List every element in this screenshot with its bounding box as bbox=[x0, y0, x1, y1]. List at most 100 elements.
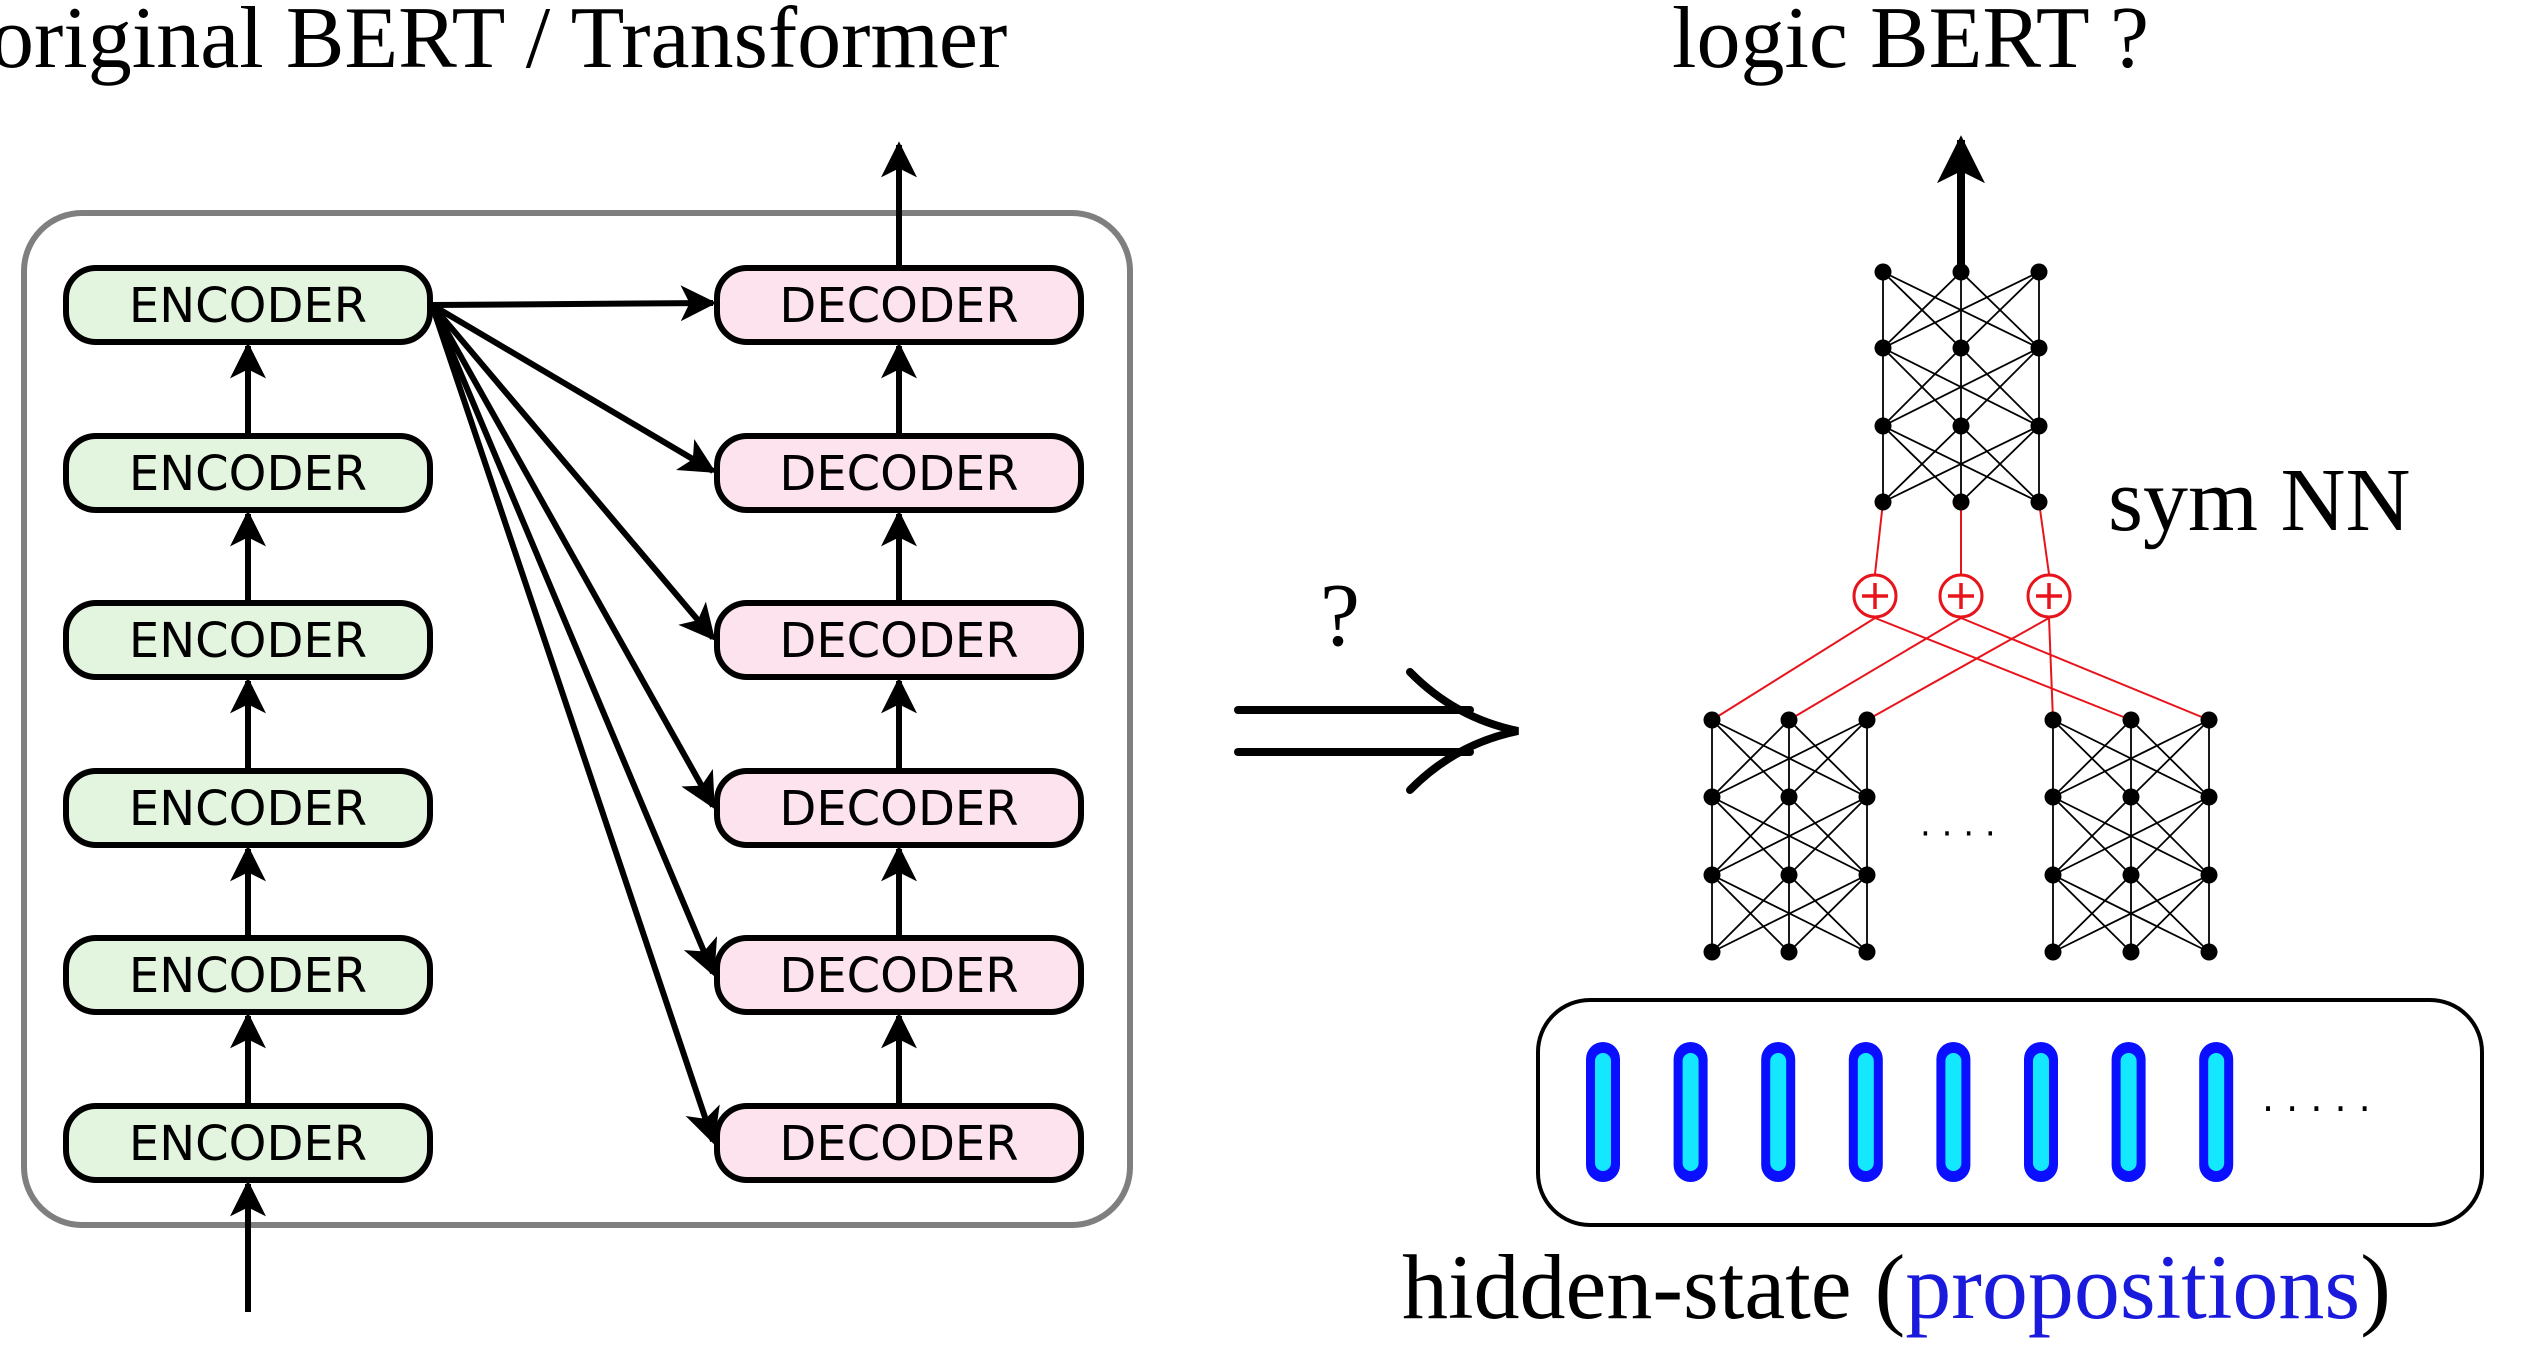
mesh-edge bbox=[2130, 719, 2210, 798]
proposition-bar-core bbox=[1857, 1053, 1874, 1171]
neuron-node bbox=[2030, 263, 2048, 281]
mesh-edge bbox=[1960, 425, 2040, 503]
neuron-node bbox=[1703, 943, 1721, 961]
mesh-edge bbox=[1711, 796, 1790, 876]
red-connection bbox=[1711, 617, 1876, 721]
caption-propositions: propositions bbox=[1905, 1236, 2360, 1338]
proposition-bar-core bbox=[1595, 1053, 1611, 1171]
transition-question-mark: ? bbox=[1320, 566, 1360, 665]
transformer-frame bbox=[21, 210, 1133, 1228]
neuron-node bbox=[2030, 493, 2048, 511]
mesh-edge bbox=[1788, 719, 1868, 798]
decoder-block-label: DECODER bbox=[779, 781, 1018, 837]
proposition-bar-core bbox=[1945, 1053, 1962, 1171]
neuron-node bbox=[1858, 866, 1876, 884]
decoder-block bbox=[714, 433, 1084, 513]
red-connection bbox=[2038, 501, 2050, 575]
decoder-block bbox=[714, 265, 1084, 345]
encoder-to-decoder-arrow bbox=[430, 302, 717, 474]
mesh-edge bbox=[1882, 425, 2040, 503]
encoder-to-decoder-arrow bbox=[429, 304, 720, 1145]
left-mesh bbox=[1703, 711, 1876, 961]
mesh-edge bbox=[1788, 874, 1868, 953]
mesh-edge bbox=[1711, 874, 1868, 953]
neuron-node bbox=[1703, 788, 1721, 806]
red-connection bbox=[1960, 617, 2210, 721]
mesh-edge bbox=[1882, 271, 2040, 349]
encoder-to-decoder-arrow bbox=[429, 303, 716, 641]
mesh-edge bbox=[2052, 874, 2210, 953]
mesh-edge bbox=[2052, 719, 2210, 798]
encoder-block bbox=[63, 768, 433, 848]
neuron-node bbox=[1780, 866, 1798, 884]
encoder-block bbox=[63, 600, 433, 680]
right-mesh bbox=[2044, 711, 2218, 961]
proposition-bar-core bbox=[1770, 1053, 1787, 1171]
neuron-node bbox=[1858, 943, 1876, 961]
neuron-node bbox=[1703, 866, 1721, 884]
neuron-node bbox=[1858, 711, 1876, 729]
mesh-edge bbox=[1711, 719, 1868, 798]
neuron-node bbox=[1874, 339, 1892, 357]
xor-plus-node bbox=[2026, 573, 2072, 619]
neuron-node bbox=[2030, 339, 2048, 357]
neuron-node bbox=[1858, 788, 1876, 806]
mid-ellipsis: · · · · bbox=[1920, 814, 1996, 854]
box-ellipsis: · · · · · bbox=[2262, 1087, 2371, 1131]
encoder-block-label: ENCODER bbox=[129, 278, 367, 334]
top-mesh bbox=[1874, 263, 2048, 511]
left-title: original BERT / Transformer bbox=[0, 0, 1007, 87]
neuron-node bbox=[2200, 788, 2218, 806]
neuron-node bbox=[1874, 493, 1892, 511]
neuron-node bbox=[2044, 711, 2062, 729]
encoder-block-label: ENCODER bbox=[129, 948, 367, 1004]
red-connection bbox=[1874, 617, 2132, 721]
neuron-node bbox=[2200, 943, 2218, 961]
neuron-node bbox=[2044, 866, 2062, 884]
neuron-node bbox=[1780, 943, 1798, 961]
neuron-node bbox=[2044, 943, 2062, 961]
neuron-node bbox=[2200, 711, 2218, 729]
neuron-node bbox=[1952, 263, 1970, 281]
neuron-node bbox=[2122, 711, 2140, 729]
mesh-edge bbox=[1882, 271, 1962, 349]
decoder-stack: DECODERDECODERDECODERDECODERDECODERDECOD… bbox=[714, 141, 1084, 1183]
neuron-node bbox=[2122, 866, 2140, 884]
neuron-node bbox=[1952, 417, 1970, 435]
hidden-state-caption: hidden-state (propositions) bbox=[1402, 1236, 2391, 1338]
caption-prefix: hidden-state ( bbox=[1402, 1236, 1905, 1338]
proposition-bar-core bbox=[1682, 1053, 1699, 1171]
mesh-edge bbox=[1882, 347, 2040, 427]
implies-arrow bbox=[1234, 668, 1519, 794]
neuron-node bbox=[1952, 493, 1970, 511]
mesh-edge bbox=[2052, 796, 2132, 876]
mesh-edge bbox=[2130, 796, 2210, 876]
neuron-node bbox=[2122, 943, 2140, 961]
mesh-edge bbox=[2052, 719, 2132, 798]
encoder-to-decoder-arrow bbox=[429, 303, 718, 977]
proposition-bar-core bbox=[2033, 1053, 2049, 1171]
red-connection bbox=[2048, 617, 2054, 721]
encoder-block bbox=[63, 1103, 433, 1183]
neuron-node bbox=[1703, 711, 1721, 729]
encoder-block-label: ENCODER bbox=[129, 446, 367, 502]
neuron-node bbox=[2030, 417, 2048, 435]
proposition-bar-core bbox=[2120, 1053, 2137, 1171]
decoder-block-label: DECODER bbox=[779, 948, 1018, 1004]
mesh-edge bbox=[2052, 874, 2132, 953]
encoder-to-decoder-arrow bbox=[431, 285, 717, 322]
encoder-decoder-connections bbox=[429, 285, 720, 1145]
decoder-block-label: DECODER bbox=[779, 613, 1018, 669]
encoder-to-decoder-arrow bbox=[429, 303, 716, 810]
encoder-block-label: ENCODER bbox=[129, 781, 367, 837]
red-connection bbox=[1866, 617, 2050, 721]
mesh-edge bbox=[2052, 796, 2210, 876]
decoder-block bbox=[714, 768, 1084, 848]
symbolic-nn bbox=[1703, 135, 2218, 961]
decoder-block-label: DECODER bbox=[779, 1116, 1018, 1172]
mesh-edge bbox=[1960, 271, 2040, 349]
neuron-node bbox=[1780, 711, 1798, 729]
encoder-block bbox=[63, 433, 433, 513]
sym-nn-label: sym NN bbox=[2108, 451, 2411, 550]
